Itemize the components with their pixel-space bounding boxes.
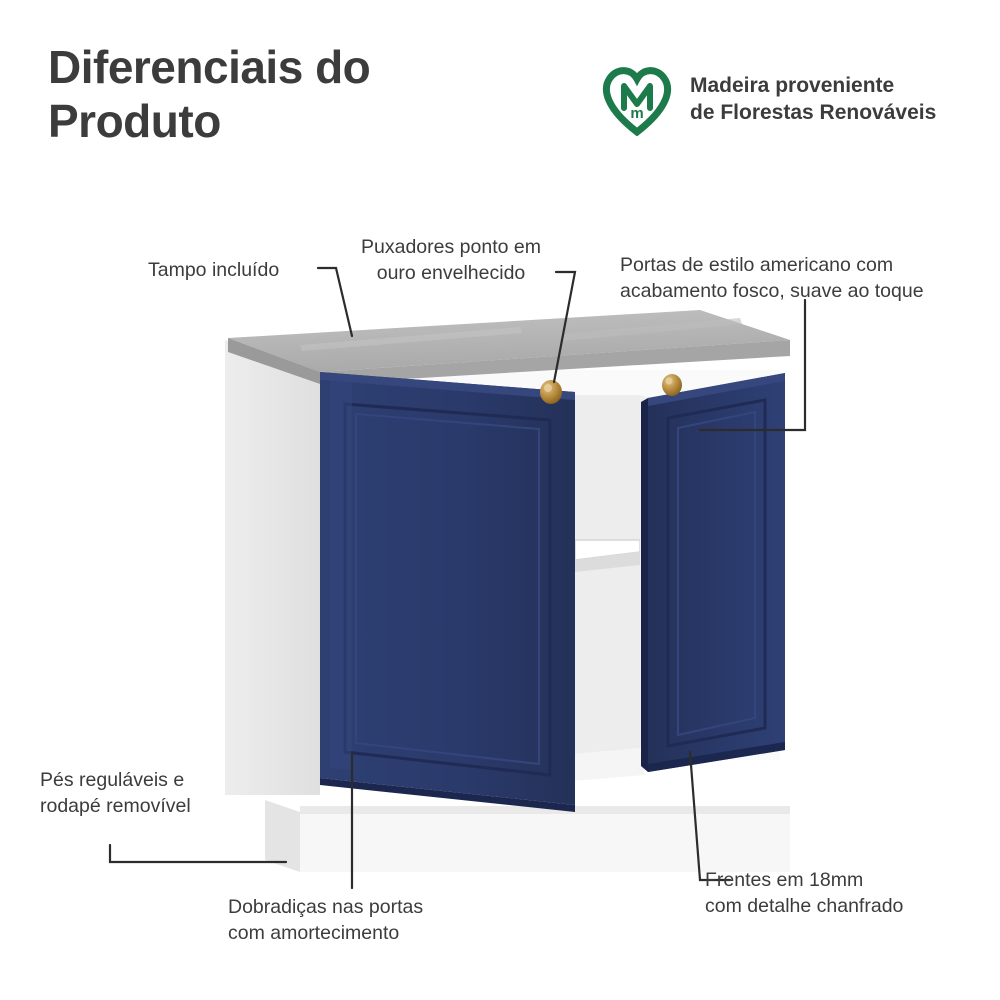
page-title: Diferenciais do Produto <box>48 41 371 148</box>
cabinet-plinth <box>265 800 790 872</box>
door-handle-right <box>662 374 682 396</box>
sustainable-wood-badge-text: Madeira proveniente de Florestas Renováv… <box>690 73 937 124</box>
cabinet-door-right <box>641 373 785 772</box>
callout-frentes-18mm: Frentes em 18mm com detalhe chanfrado <box>705 869 904 917</box>
callout-tampo-incluido: Tampo incluído <box>148 259 280 281</box>
sustainable-wood-badge: m Madeira proveniente de Florestas Renov… <box>600 62 937 137</box>
leader-line-pes <box>108 843 288 864</box>
callout-portas-americanas: Portas de estilo americano com acabament… <box>620 254 924 302</box>
svg-text:m: m <box>630 105 643 122</box>
callout-pes-reguláveis: Pés reguláveis e rodapé removível <box>40 769 191 817</box>
callout-puxadores: Puxadores ponto em ouro envelhecido <box>361 236 541 284</box>
door-handle-left <box>540 380 562 404</box>
cabinet-door-left <box>320 372 575 812</box>
callout-dobradicas: Dobradiças nas portas com amortecimento <box>228 896 424 944</box>
fsc-heart-tree-logo-icon: m <box>600 62 674 137</box>
